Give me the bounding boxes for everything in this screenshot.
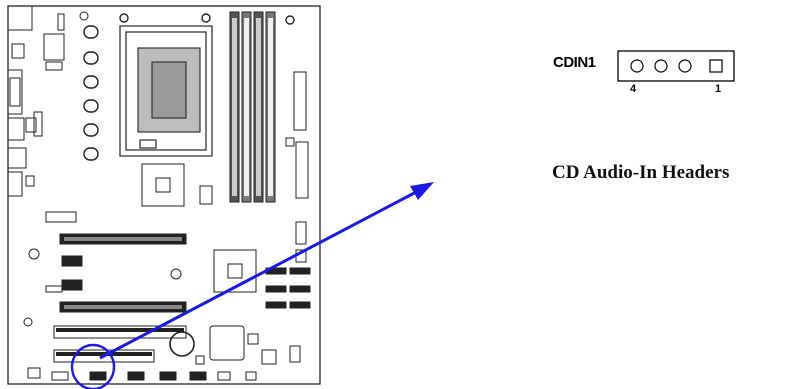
capacitors <box>83 13 295 161</box>
lower-board-components <box>27 325 301 381</box>
cpu-socket <box>119 25 213 157</box>
power-and-ide-connectors <box>285 71 309 263</box>
header-name-label: CDIN1 <box>553 54 596 71</box>
rear-io-connectors <box>7 69 43 197</box>
memory-slots <box>229 11 276 203</box>
cdin1-highlight-ellipse <box>70 343 116 389</box>
pin-4-label: 4 <box>630 83 637 95</box>
top-left-components <box>7 5 89 71</box>
expansion-slots <box>53 233 187 363</box>
pointer-arrow <box>99 182 434 360</box>
pin-1-label: 1 <box>715 83 722 95</box>
cdin1-header-detail <box>617 50 735 82</box>
diagram-caption: CD Audio-In Headers <box>552 162 730 183</box>
sata-connectors <box>265 267 311 309</box>
